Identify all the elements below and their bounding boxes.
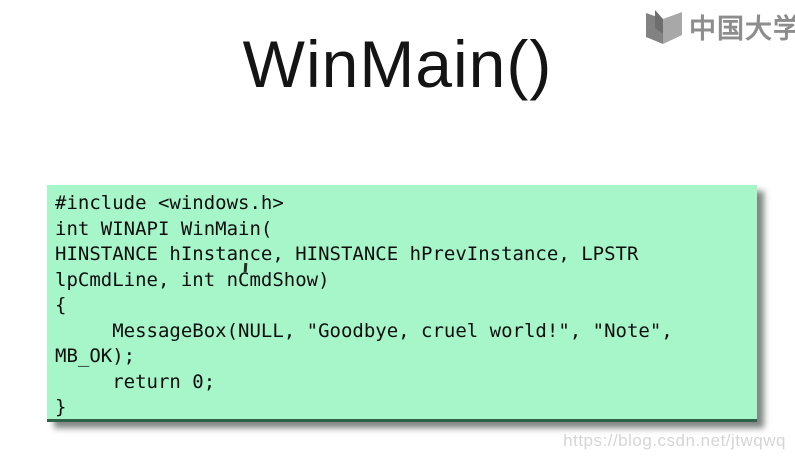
code-line: lpCmdLine, int nCmdShow)	[55, 268, 330, 291]
text-cursor-artifact	[243, 262, 248, 273]
code-line: int WINAPI WinMain(	[55, 217, 273, 240]
page-title: WinMain()	[242, 27, 553, 101]
logo-text: 中国大学	[689, 14, 795, 44]
code-line: MB_OK);	[55, 345, 136, 367]
open-book-icon	[643, 8, 689, 46]
watermark-url: https://blog.csdn.net/jtwqwq	[563, 431, 786, 450]
code-line: MessageBox(NULL, "Goodbye, cruel world!"…	[55, 319, 673, 342]
code-block: #include <windows.h> int WINAPI WinMain(…	[47, 185, 757, 422]
code-line: {	[55, 294, 67, 316]
code-line: #include <windows.h>	[55, 192, 284, 214]
code-line: HINSTANCE hInstance, HINSTANCE hPrevInst…	[55, 243, 639, 265]
code-line: }	[55, 396, 67, 418]
code-line: return 0;	[55, 370, 216, 393]
university-logo: 中国大学	[643, 7, 795, 46]
